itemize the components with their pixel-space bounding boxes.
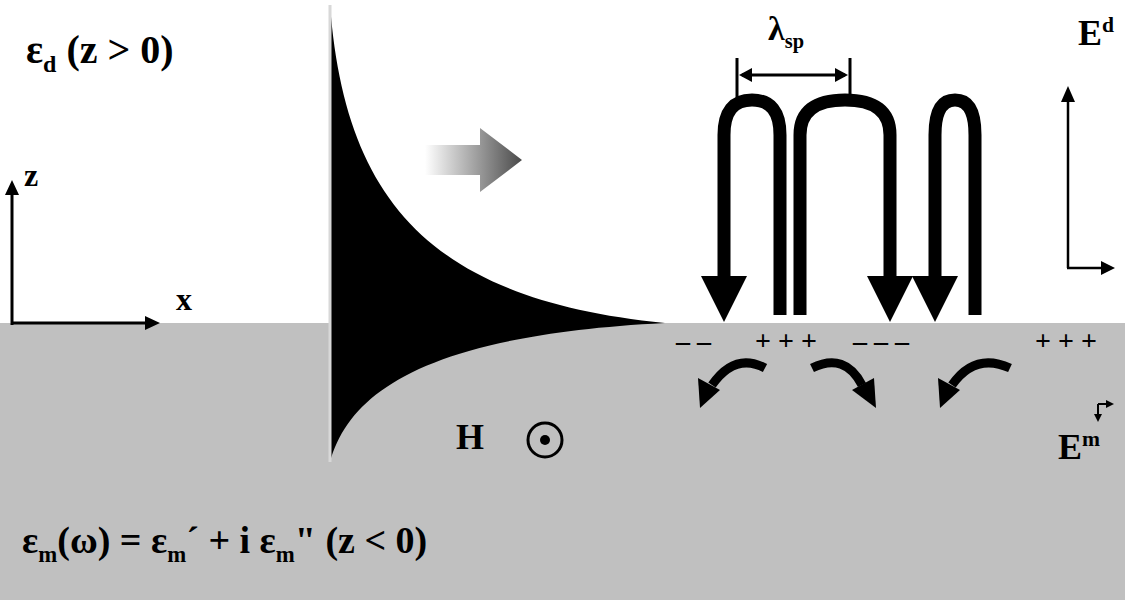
label-text: E xyxy=(1058,427,1082,467)
field-arrowheads xyxy=(701,276,958,322)
label-text: – – – xyxy=(853,325,909,356)
charge-sign: – – xyxy=(676,326,711,357)
label-text: (z > 0) xyxy=(66,27,173,72)
wavelength-label: λsp xyxy=(768,10,804,52)
subscript: d xyxy=(43,51,56,77)
label-text: (ω) = ε xyxy=(57,519,167,561)
charge-sign: + + + xyxy=(755,326,817,357)
propagation-arrow xyxy=(425,128,522,192)
axis-label: x xyxy=(176,282,192,317)
field-axis-dielectric xyxy=(1061,86,1115,275)
field-decay-profile xyxy=(330,5,665,462)
coordinate-axes xyxy=(5,180,160,330)
subscript: m xyxy=(276,542,295,567)
label-text: λ xyxy=(768,10,785,47)
label-text: + + + xyxy=(755,325,817,356)
subscript: m xyxy=(38,542,57,567)
label-text: ε xyxy=(26,27,43,72)
superscript: m xyxy=(1082,427,1100,451)
axis-label: z xyxy=(24,158,38,193)
metal-region xyxy=(0,323,1125,600)
label-text: + + + xyxy=(1035,325,1097,356)
label-text: x xyxy=(176,281,192,317)
metal-permittivity: εm(ω) = εm´ + i εm" (z < 0) xyxy=(22,520,427,567)
label-text: z xyxy=(24,157,38,193)
charge-sign: – – – xyxy=(853,326,909,357)
field-lines-metal xyxy=(698,363,1010,408)
label-text: E xyxy=(1078,13,1102,53)
dielectric-permittivity: εd (z > 0) xyxy=(26,28,174,77)
label-text: ε xyxy=(22,519,38,561)
label-text: ´ + i ε xyxy=(186,519,276,561)
label-text: – – xyxy=(676,325,711,356)
field-label: H xyxy=(456,418,484,458)
subscript: sp xyxy=(785,30,804,52)
magnetic-field-symbol xyxy=(528,423,562,457)
charge-sign: + + + xyxy=(1035,326,1097,357)
field-label: Em xyxy=(1058,428,1100,468)
subscript: m xyxy=(167,542,186,567)
interface-normal xyxy=(329,5,332,462)
label-text: H xyxy=(456,417,484,457)
wavelength-bracket xyxy=(737,58,850,98)
superscript: d xyxy=(1102,13,1114,37)
field-label: Ed xyxy=(1078,14,1114,54)
label-text: " (z < 0) xyxy=(295,519,427,561)
field-axis-metal xyxy=(1094,400,1114,422)
